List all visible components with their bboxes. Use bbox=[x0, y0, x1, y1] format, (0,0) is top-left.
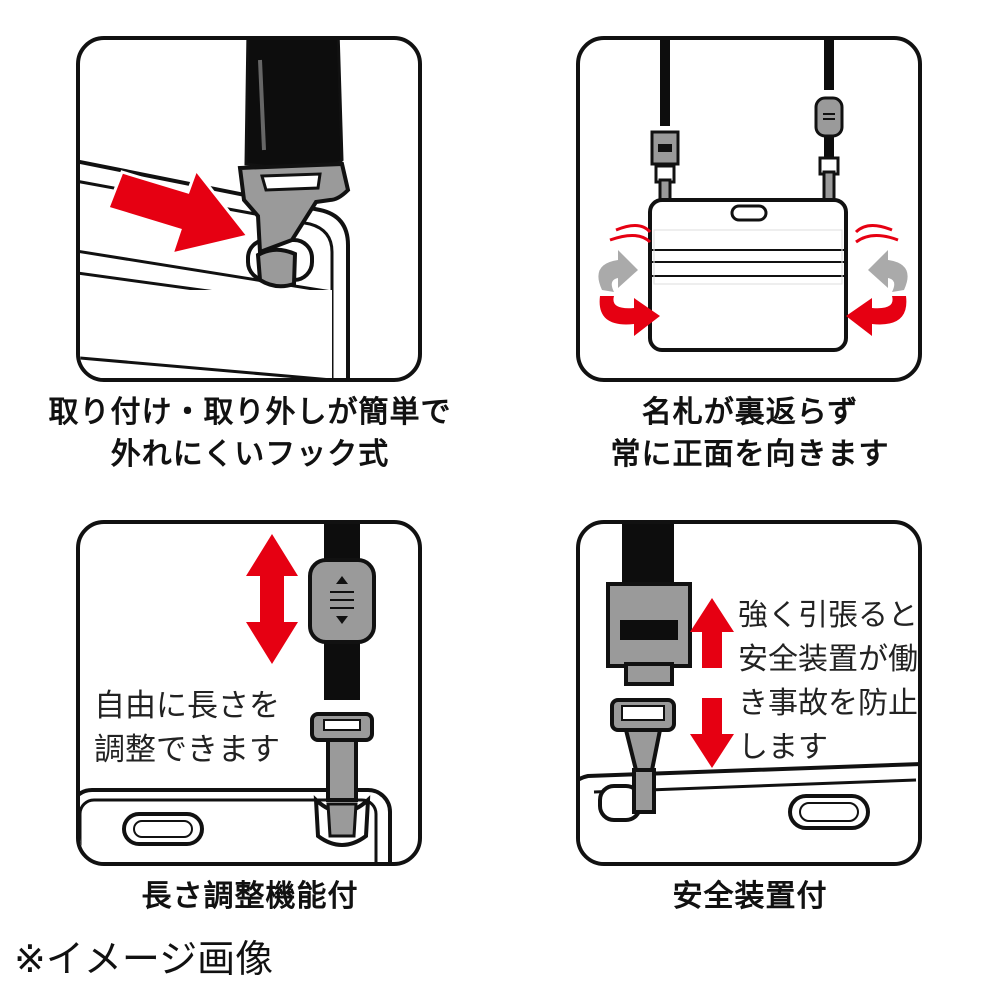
caption-line: 常に正面を向きます bbox=[610, 437, 890, 472]
caption-no-flip: 名札が裏返らず 常に正面を向きます bbox=[500, 392, 1000, 476]
length-adjust-illustration bbox=[80, 524, 392, 862]
safety-description: 強く引張ると 安全装置が働 き事故を防止 します bbox=[738, 594, 918, 770]
caption-length-adjust: 長さ調整機能付 bbox=[0, 876, 500, 918]
panel-safety: 強く引張ると 安全装置が働 き事故を防止 します bbox=[576, 520, 922, 866]
panel-no-flip bbox=[576, 36, 922, 382]
inset-line: 自由に長さを bbox=[94, 688, 280, 724]
caption-line: 安全装置付 bbox=[672, 879, 828, 914]
inset-line: き事故を防止 bbox=[738, 686, 918, 721]
length-adjust-description: 自由に長さを 調整できます bbox=[94, 684, 280, 772]
inset-line: 強く引張ると bbox=[738, 598, 918, 633]
caption-safety: 安全装置付 bbox=[500, 876, 1000, 918]
inset-line: 調整できます bbox=[94, 732, 280, 768]
caption-line: 外れにくいフック式 bbox=[110, 437, 390, 472]
panel-hook bbox=[76, 36, 422, 382]
inset-line: します bbox=[738, 730, 828, 765]
caption-line: 長さ調整機能付 bbox=[141, 879, 359, 914]
image-note: ※イメージ画像 bbox=[14, 937, 274, 981]
no-flip-illustration bbox=[598, 40, 908, 352]
caption-hook: 取り付け・取り外しが簡単で 外れにくいフック式 bbox=[0, 392, 500, 476]
safety-illustration bbox=[580, 524, 918, 862]
hook-illustration bbox=[80, 40, 351, 378]
caption-line: 取り付け・取り外しが簡単で bbox=[48, 395, 452, 430]
double-arrow-icon bbox=[246, 534, 298, 664]
rotate-arrow-icon bbox=[598, 250, 908, 336]
panel-length-adjust: 自由に長さを 調整できます bbox=[76, 520, 422, 866]
red-arrow-icon bbox=[690, 598, 734, 768]
red-arrow-icon bbox=[106, 166, 251, 257]
caption-line: 名札が裏返らず bbox=[641, 395, 859, 430]
inset-line: 安全装置が働 bbox=[738, 642, 918, 677]
